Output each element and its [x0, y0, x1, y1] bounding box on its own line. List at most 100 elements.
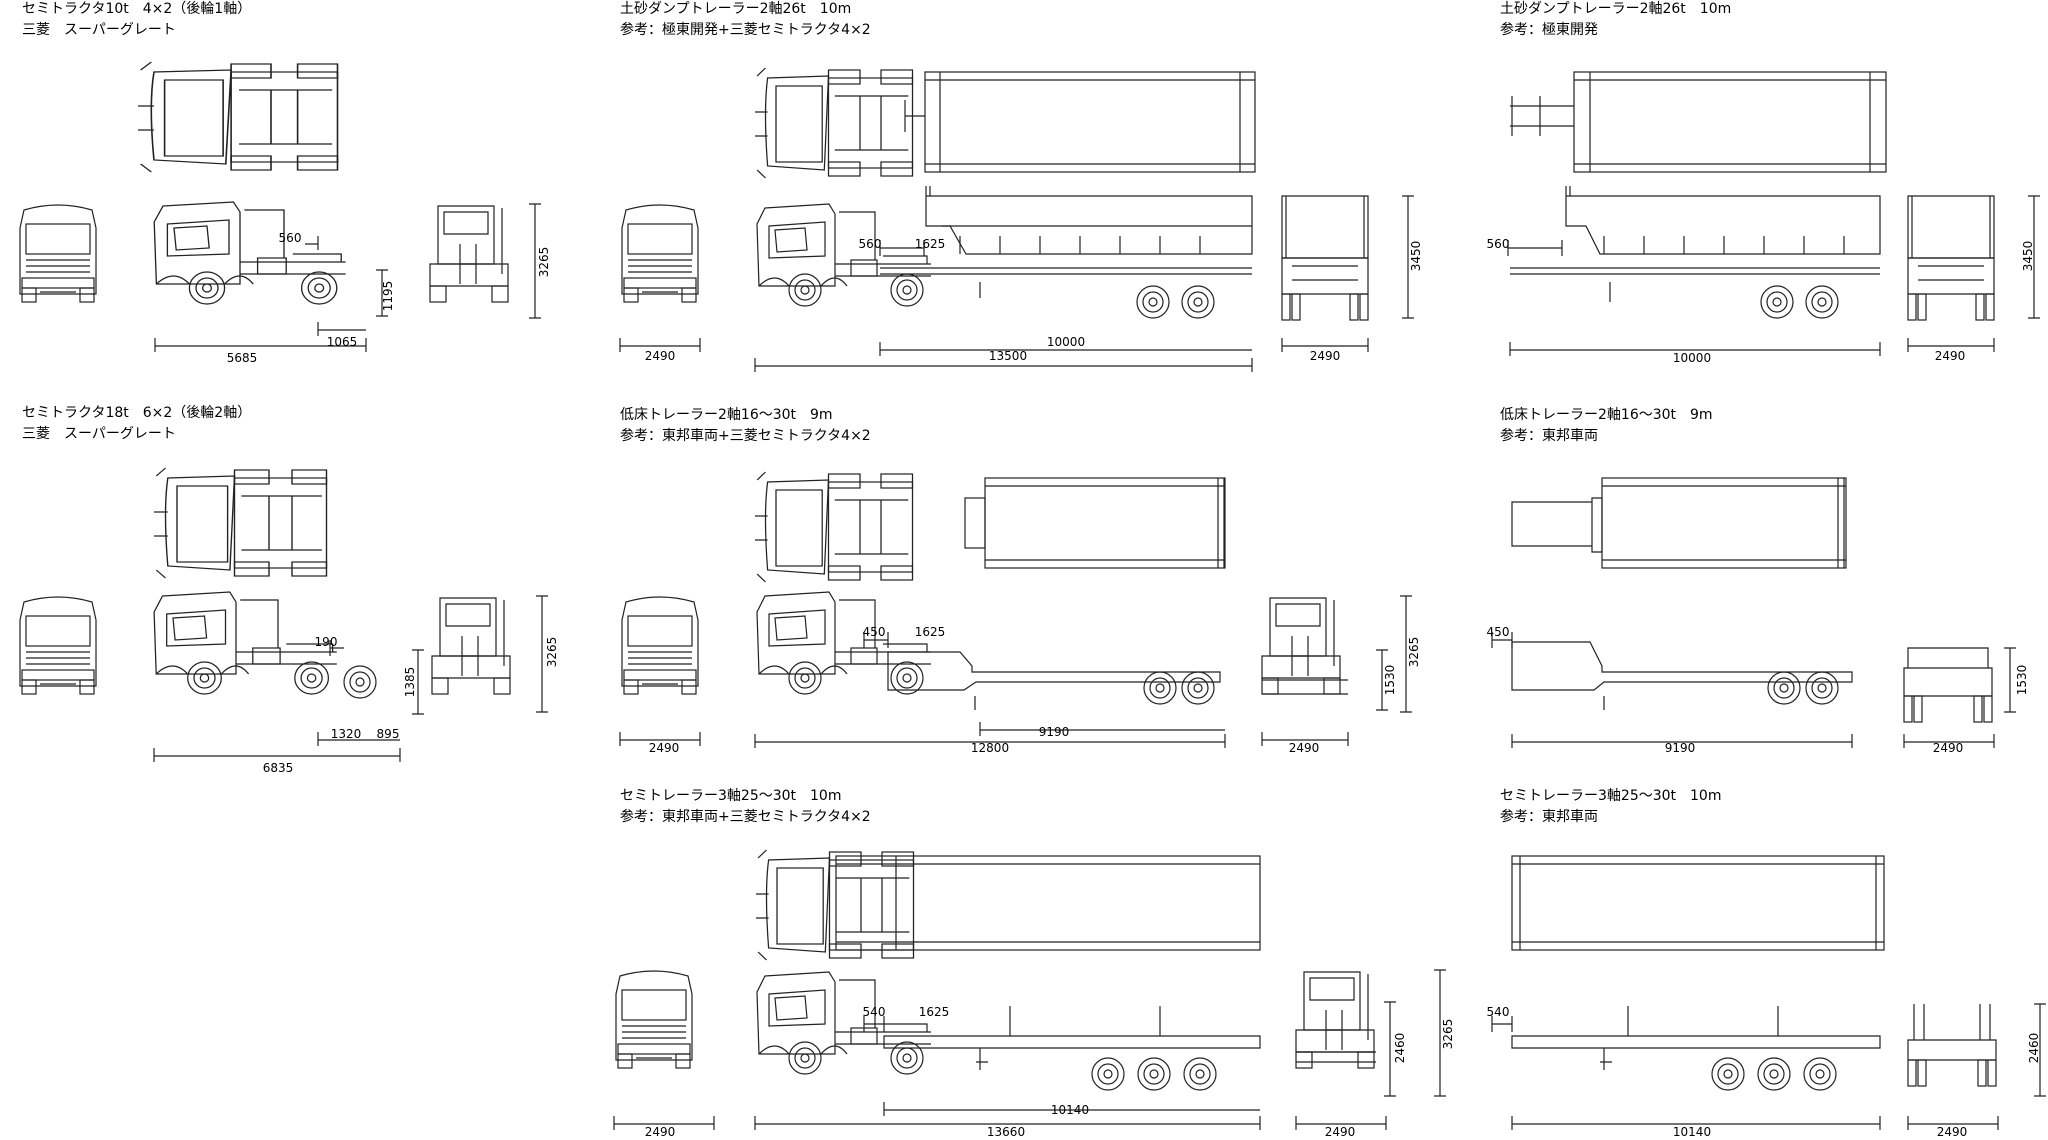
- block-subtitle: 参考：東邦車両: [1500, 809, 1598, 825]
- dim-label: 1530: [2015, 665, 2029, 696]
- semi-plan-deck: [835, 855, 1261, 951]
- block-subtitle: 参考：東邦車両: [1500, 428, 1598, 444]
- dim-label: 10140: [1051, 1103, 1089, 1117]
- dim-label: 2460: [1393, 1033, 1407, 1064]
- dim-line: [1295, 1116, 1387, 1130]
- dim-line: [1509, 342, 1881, 356]
- dim-line: [883, 1102, 1260, 1116]
- semi-combo-rear-view: [1295, 971, 1375, 1069]
- dim-line: [329, 640, 344, 656]
- dim-line: [1384, 1001, 1396, 1097]
- dim-label: 2490: [1937, 1125, 1968, 1139]
- dim-line: [754, 1116, 1261, 1130]
- dim-label: 1065: [327, 335, 358, 349]
- tractor18-side-view: [153, 591, 338, 695]
- dim-label: 6835: [263, 761, 294, 775]
- dump-combo-tractor-side: [756, 203, 932, 307]
- dim-label: 2490: [1325, 1125, 1356, 1139]
- dim-line: [754, 358, 1253, 372]
- dim-line: [317, 732, 400, 746]
- dim-line: [619, 338, 701, 352]
- lowbed-combo-plan-view: [754, 471, 914, 583]
- dim-label: 9190: [1665, 741, 1696, 755]
- dim-line: [1511, 734, 1853, 748]
- block-title: セミトラクタ18t 6×2（後輪2軸）: [22, 405, 252, 421]
- semi-combo-plan-view: [755, 849, 915, 961]
- block-title: セミトレーラー3軸25～30t 10m: [620, 788, 842, 804]
- dump-body-side: [925, 195, 1253, 255]
- dim-line: [979, 722, 1225, 736]
- semi-deck-side: [883, 1006, 1261, 1049]
- dim-label: 190: [315, 635, 338, 649]
- semi-solo-side: [1511, 1006, 1881, 1049]
- dim-line: [1402, 195, 1414, 319]
- dim-label: 560: [859, 237, 882, 251]
- dim-label: 2490: [1289, 741, 1320, 755]
- dim-label: 10000: [1047, 335, 1085, 349]
- block-title: セミトレーラー3軸25～30t 10m: [1500, 788, 1722, 804]
- lowbed-combo-tractor-side: [756, 591, 932, 695]
- tractor18-rear-view: [431, 597, 511, 695]
- dim-line: [154, 338, 367, 352]
- dim-label: 3450: [1409, 241, 1423, 272]
- dim-line: [1261, 732, 1349, 746]
- tractor18-plan-view: [153, 467, 328, 579]
- dim-line: [2028, 195, 2040, 319]
- dim-line: [1491, 632, 1513, 648]
- lowbed-plan-deck: [984, 477, 1226, 569]
- dim-label: 2490: [645, 1125, 676, 1139]
- dim-label: 3265: [1407, 637, 1421, 668]
- block-subtitle: 参考：極東開発+三菱セミトラクタ4×2: [620, 22, 871, 38]
- tractor10-plan-view: [137, 61, 339, 173]
- dim-line: [376, 269, 388, 317]
- dim-label: 13660: [987, 1125, 1025, 1139]
- dump-combo-plan-view: [754, 67, 914, 179]
- dim-label: 2490: [1935, 349, 1966, 363]
- dump-combo-rear-view: [1281, 195, 1369, 321]
- dim-label: 12800: [971, 741, 1009, 755]
- block-title: 土砂ダンプトレーラー2軸26t 10m: [1500, 1, 1732, 17]
- dim-label: 2490: [1933, 741, 1964, 755]
- dim-line: [1281, 338, 1369, 352]
- semi-combo-tractor-side: [756, 971, 932, 1075]
- dim-label: 9190: [1039, 725, 1070, 739]
- tractor10-side-view: [153, 201, 347, 305]
- dim-label: 13500: [989, 349, 1027, 363]
- semi-solo-plan: [1511, 855, 1885, 951]
- dim-label: 1625: [915, 237, 946, 251]
- tractor18-front-view: [19, 596, 97, 695]
- dim-label: 450: [1487, 625, 1510, 639]
- dim-line: [317, 322, 366, 336]
- dim-label: 3265: [537, 247, 551, 278]
- dim-line: [1491, 1016, 1513, 1032]
- tractor10-rear-view: [429, 205, 509, 303]
- dim-line: [1507, 240, 1563, 256]
- dim-label: 1530: [1383, 665, 1397, 696]
- lowbed-solo-side: [1511, 641, 1853, 691]
- dim-label: 1320: [331, 727, 362, 741]
- dim-label: 560: [279, 231, 302, 245]
- semi-combo-front-view: [615, 970, 693, 1069]
- dim-label: 1625: [915, 625, 946, 639]
- dim-label: 1195: [381, 281, 395, 312]
- lowbed-side: [887, 651, 1221, 691]
- dim-label: 3265: [1441, 1019, 1455, 1050]
- block-subtitle: 参考：東邦車両+三菱セミトラクタ4×2: [620, 809, 871, 825]
- dim-line: [1903, 734, 1995, 748]
- dim-label: 2490: [1310, 349, 1341, 363]
- dim-line: [305, 236, 319, 250]
- dim-label: 560: [1487, 237, 1510, 251]
- dim-line: [1511, 1116, 1881, 1130]
- dim-label: 2490: [645, 349, 676, 363]
- dim-label: 10000: [1673, 351, 1711, 365]
- dim-label: 2490: [649, 741, 680, 755]
- dim-line: [529, 203, 541, 319]
- dim-label: 5685: [227, 351, 258, 365]
- dim-line: [412, 649, 424, 715]
- block-title: 土砂ダンプトレーラー2軸26t 10m: [620, 1, 852, 17]
- tractor10-front-view: [19, 204, 97, 303]
- dim-label: 3265: [545, 637, 559, 668]
- block-subtitle: 参考：極東開発: [1500, 22, 1598, 38]
- dim-line: [879, 240, 925, 256]
- dim-line: [863, 632, 889, 648]
